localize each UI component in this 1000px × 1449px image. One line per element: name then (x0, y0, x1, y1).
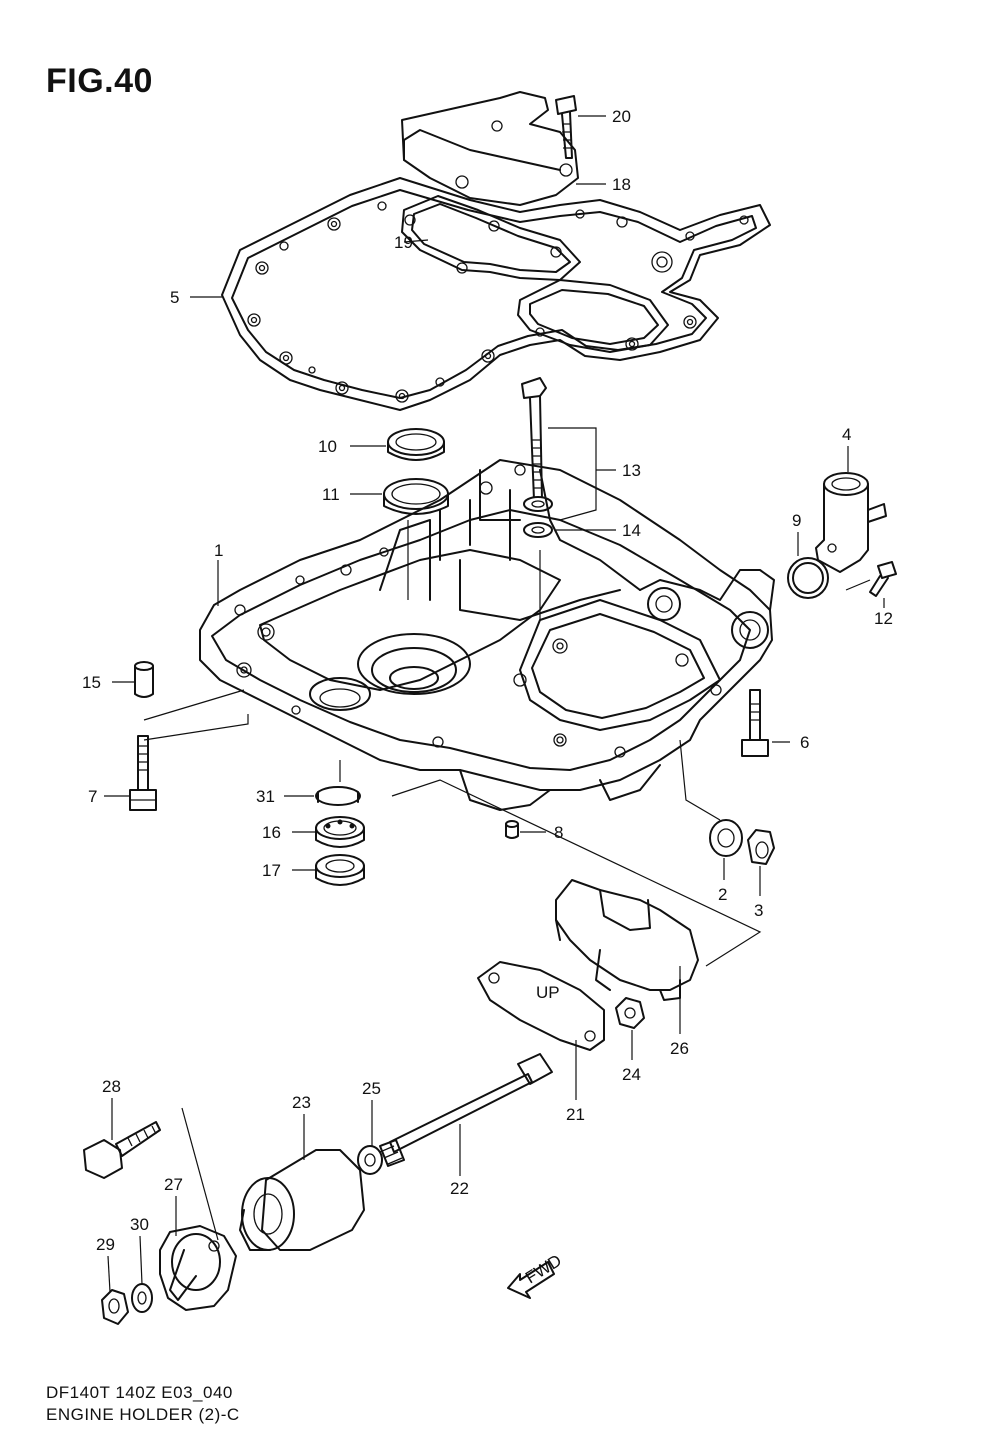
callout-6: 6 (800, 733, 809, 752)
callout-leaders (104, 115, 885, 1293)
part-14-washer (523, 522, 553, 538)
callout-26: 26 (670, 1039, 689, 1058)
part-30-washer (131, 1283, 153, 1313)
callout-23: 23 (292, 1093, 311, 1112)
part-2-washer (709, 819, 743, 857)
part-24-nut (615, 997, 645, 1029)
callout-labels: 20 18 5 19 10 11 13 14 4 9 12 1 15 6 7 3… (82, 107, 893, 1254)
callout-17: 17 (262, 861, 281, 880)
callout-12: 12 (874, 609, 893, 628)
callout-14: 14 (622, 521, 641, 540)
part-13-bolt (521, 377, 553, 512)
callout-19: 19 (394, 233, 413, 252)
part-8-pin (505, 820, 519, 839)
callout-22: 22 (450, 1179, 469, 1198)
callout-30: 30 (130, 1215, 149, 1234)
callout-27: 27 (164, 1175, 183, 1194)
figure-name: ENGINE HOLDER (2)-C (46, 1405, 240, 1424)
callout-9: 9 (792, 511, 801, 530)
figure-caption: DF140T 140Z E03_040 ENGINE HOLDER (2)-C (46, 1382, 240, 1426)
part-6-bolt (741, 689, 769, 757)
part-21-plate-gasket: UP (477, 961, 605, 1051)
callout-31: 31 (256, 787, 275, 806)
part-29-nut (101, 1289, 129, 1325)
part-3-plug (747, 829, 775, 865)
part-18-cover-plate (401, 91, 579, 206)
callout-29: 29 (96, 1235, 115, 1254)
part-1-engine-holder (199, 459, 775, 811)
callout-21: 21 (566, 1105, 585, 1124)
up-marking: UP (536, 983, 560, 1002)
part-12-bolt (869, 561, 897, 597)
part-9-o-ring (787, 557, 829, 599)
part-15-dowel (134, 661, 154, 698)
callout-4: 4 (842, 425, 851, 444)
part-27-holder (159, 1225, 237, 1311)
callout-1: 1 (214, 541, 223, 560)
callout-10: 10 (318, 437, 337, 456)
callout-18: 18 (612, 175, 631, 194)
callout-13: 13 (622, 461, 641, 480)
callout-7: 7 (88, 787, 97, 806)
part-10-oil-seal (387, 428, 445, 461)
callout-25: 25 (362, 1079, 381, 1098)
part-31-circlip (315, 786, 361, 806)
figure-title: FIG.40 (46, 62, 153, 100)
part-19-inner-gasket (401, 195, 669, 353)
callout-3: 3 (754, 901, 763, 920)
part-11-oil-seal (383, 478, 449, 515)
part-25-washer (357, 1145, 383, 1175)
callout-5: 5 (170, 288, 179, 307)
callout-2: 2 (718, 885, 727, 904)
part-4-pipe (815, 472, 887, 573)
part-26-bracket (555, 879, 699, 1001)
part-16-bearing (315, 816, 365, 848)
callout-28: 28 (102, 1077, 121, 1096)
callout-20: 20 (612, 107, 631, 126)
part-28-bolt (83, 1121, 161, 1179)
callout-11: 11 (322, 485, 340, 504)
part-5-gasket (221, 177, 771, 411)
callout-24: 24 (622, 1065, 641, 1084)
part-7-bolt (129, 735, 157, 811)
part-22-stud (379, 1053, 553, 1167)
figure-code: DF140T 140Z E03_040 (46, 1383, 233, 1402)
part-17-seal (315, 854, 365, 886)
part-20-bolt (555, 95, 577, 159)
part-23-rubber-mount (239, 1149, 365, 1251)
fwd-arrow: FWD (507, 1251, 565, 1299)
callout-8: 8 (554, 823, 563, 842)
callout-15: 15 (82, 673, 101, 692)
callout-16: 16 (262, 823, 281, 842)
assembly-lines (143, 520, 871, 1241)
